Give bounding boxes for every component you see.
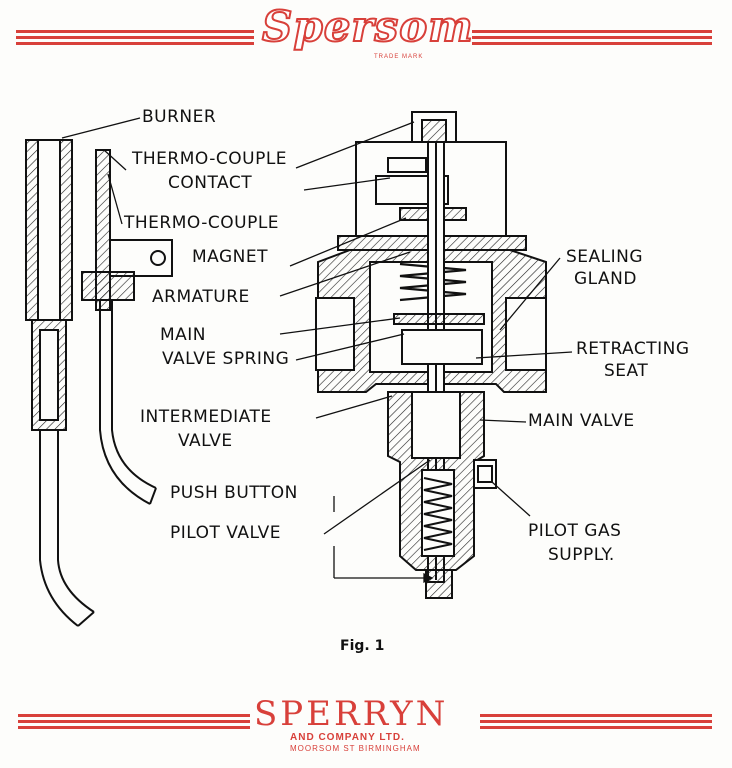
footer-address: MOORSOM ST BIRMINGHAM: [290, 744, 421, 753]
header-brand: Spersom: [261, 1, 474, 52]
burner-assembly: [25, 139, 173, 627]
label-intermediate-valve-line1: INTERMEDIATE: [140, 407, 272, 427]
label-thermocouple-contact-line2: CONTACT: [168, 173, 253, 193]
header-trademark: TRADE MARK: [374, 54, 424, 60]
label-thermocouple: THERMO-COUPLE: [124, 213, 280, 233]
footer-logo: SPERRYN AND COMPANY LTD. MOORSOM ST BIRM…: [254, 694, 480, 760]
label-pilot-valve: PILOT VALVE: [170, 523, 281, 543]
label-thermocouple-contact-line1: THERMO-COUPLE: [132, 149, 288, 169]
label-retracting-seat-line1: RETRACTING: [576, 339, 690, 359]
valve-body: [315, 111, 547, 599]
leader-lines: [61, 117, 573, 584]
label-armature: ARMATURE: [152, 287, 250, 307]
header-stripes-right: [472, 30, 712, 45]
label-main-valve-spring-line2: VALVE SPRING: [162, 349, 290, 369]
label-retracting-seat-line2: SEAT: [604, 361, 649, 381]
label-main-valve-spring-line1: MAIN: [160, 325, 207, 345]
label-main-valve: MAIN VALVE: [528, 411, 635, 431]
header-logo: Spersom TRADE MARK: [261, 1, 474, 68]
footer-brand: SPERRYN: [254, 694, 449, 734]
label-pilot-gas-supply-line2: SUPPLY.: [548, 545, 615, 565]
label-sealing-gland-line2: GLAND: [574, 269, 637, 289]
figure-caption: Fig. 1: [340, 638, 385, 654]
label-burner: BURNER: [142, 107, 217, 127]
footer-company: AND COMPANY LTD.: [290, 732, 405, 743]
label-magnet: MAGNET: [192, 247, 269, 267]
label-push-button: PUSH BUTTON: [170, 483, 298, 503]
label-pilot-gas-supply-line1: PILOT GAS: [528, 521, 622, 541]
header-stripes-left: [16, 30, 254, 45]
footer-stripes-left: [18, 714, 250, 729]
label-sealing-gland-line1: SEALING: [566, 247, 644, 267]
label-intermediate-valve-line2: VALVE: [178, 431, 233, 451]
footer-stripes-right: [480, 714, 712, 729]
